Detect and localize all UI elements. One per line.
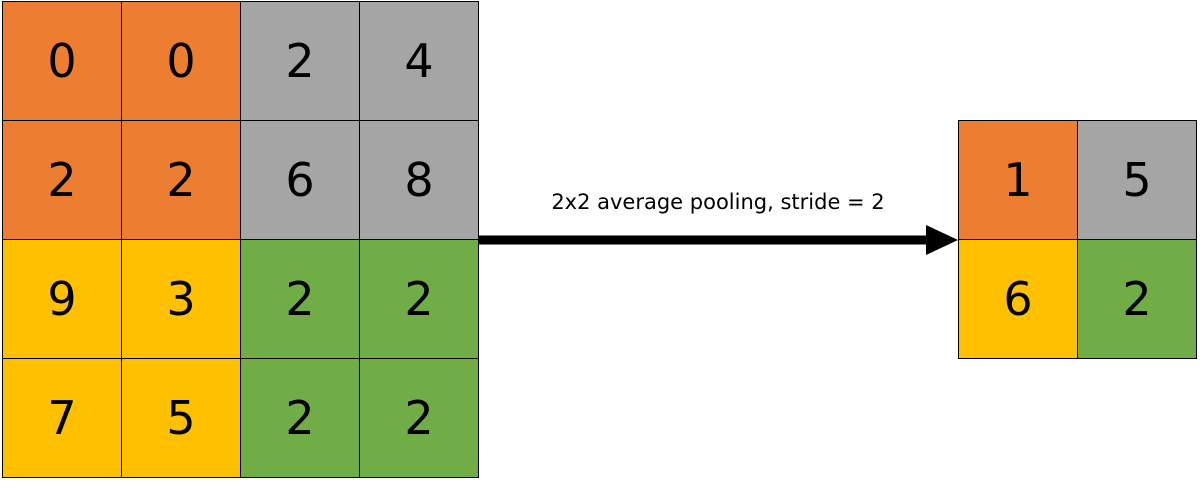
output-cell-r0-c0: 1 — [959, 121, 1078, 240]
arrow-head — [926, 225, 958, 255]
input-cell-r0-c3: 4 — [360, 2, 479, 121]
input-cell-r0-c2: 2 — [241, 2, 360, 121]
input-cell-r3-c2: 2 — [241, 359, 360, 478]
output-cell-r1-c0: 6 — [959, 240, 1078, 359]
input-cell-r1-c1: 2 — [122, 121, 241, 240]
input-cell-r0-c0: 0 — [3, 2, 122, 121]
input-cell-r1-c3: 8 — [360, 121, 479, 240]
input-cell-r0-c1: 0 — [122, 2, 241, 121]
input-cell-r3-c0: 7 — [3, 359, 122, 478]
input-cell-r3-c3: 2 — [360, 359, 479, 478]
output-cell-r0-c1: 5 — [1078, 121, 1197, 240]
output-cell-r1-c1: 2 — [1078, 240, 1197, 359]
arrow-right-icon — [478, 225, 958, 255]
input-cell-r1-c0: 2 — [3, 121, 122, 240]
input-cell-r2-c2: 2 — [241, 240, 360, 359]
pooling-operation-label: 2x2 average pooling, stride = 2 — [551, 190, 885, 214]
input-cell-r2-c0: 9 — [3, 240, 122, 359]
input-cell-r2-c1: 3 — [122, 240, 241, 359]
input-cell-r1-c2: 6 — [241, 121, 360, 240]
input-cell-r3-c1: 5 — [122, 359, 241, 478]
input-cell-r2-c3: 2 — [360, 240, 479, 359]
